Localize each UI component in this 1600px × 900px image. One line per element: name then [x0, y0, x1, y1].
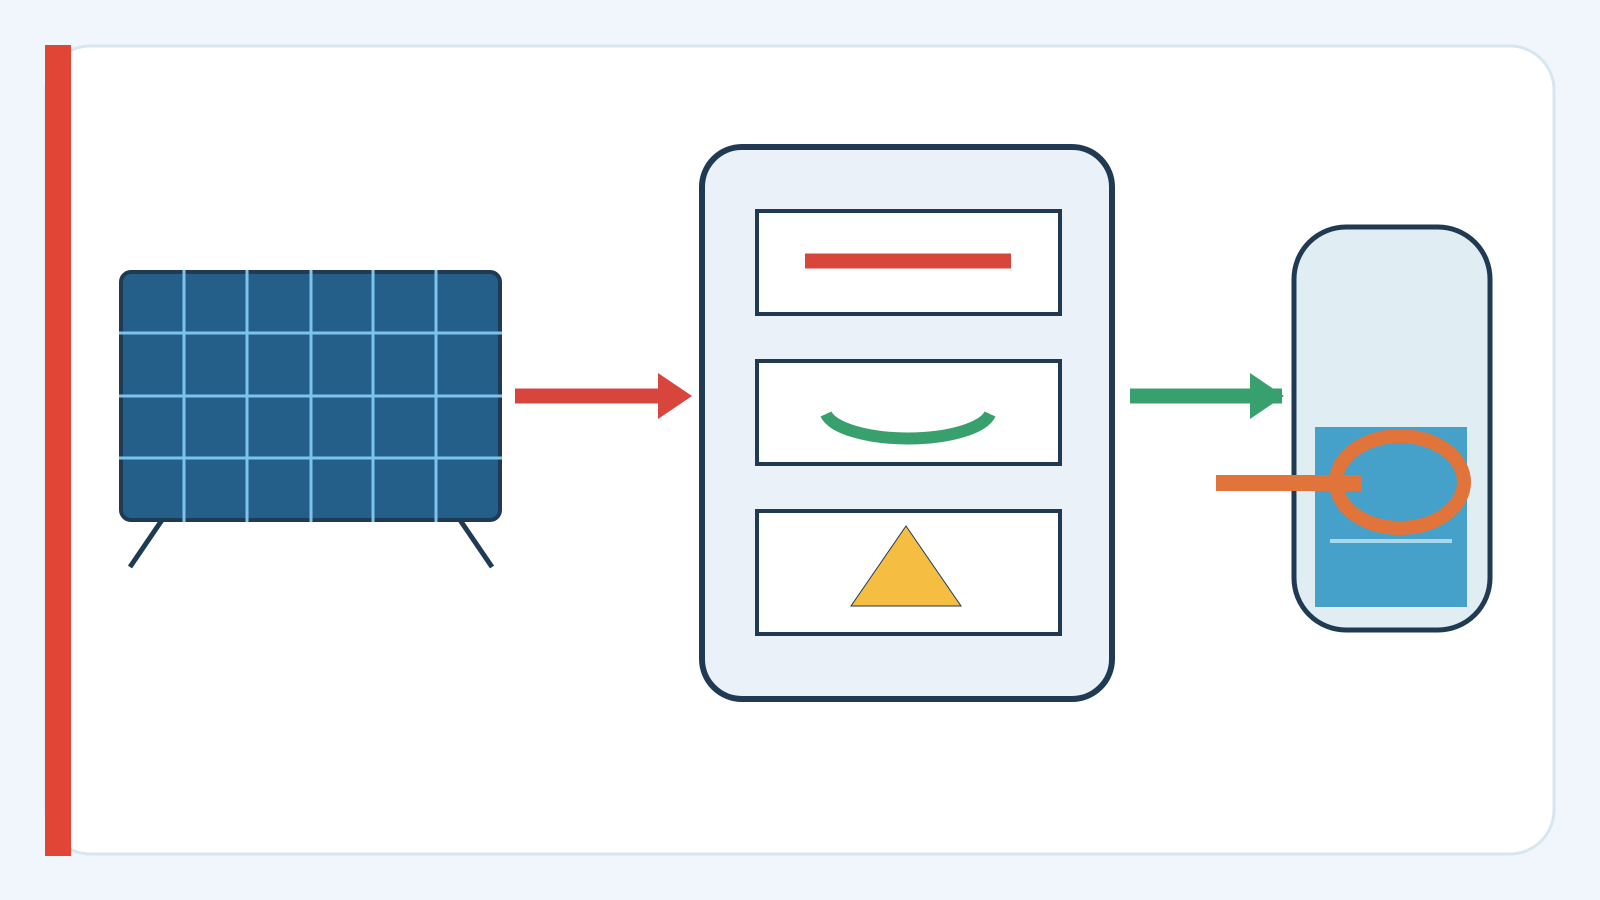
panel-leg-left	[127, 518, 165, 569]
arrow-head	[1250, 373, 1284, 419]
yellow-triangle-icon	[850, 525, 962, 607]
green-arc-icon	[820, 411, 996, 445]
solar-panel-icon	[119, 270, 502, 569]
panel-leg-right	[457, 518, 495, 569]
arrow-head	[658, 373, 692, 419]
arrow-right-icon	[515, 373, 692, 419]
accent-bar	[45, 45, 71, 856]
processing-unit-icon	[699, 144, 1115, 702]
storage-tank-icon	[1216, 224, 1493, 633]
panel-grid	[119, 270, 502, 522]
arrow-right-icon	[1130, 373, 1284, 419]
device-slot-middle	[755, 359, 1062, 466]
